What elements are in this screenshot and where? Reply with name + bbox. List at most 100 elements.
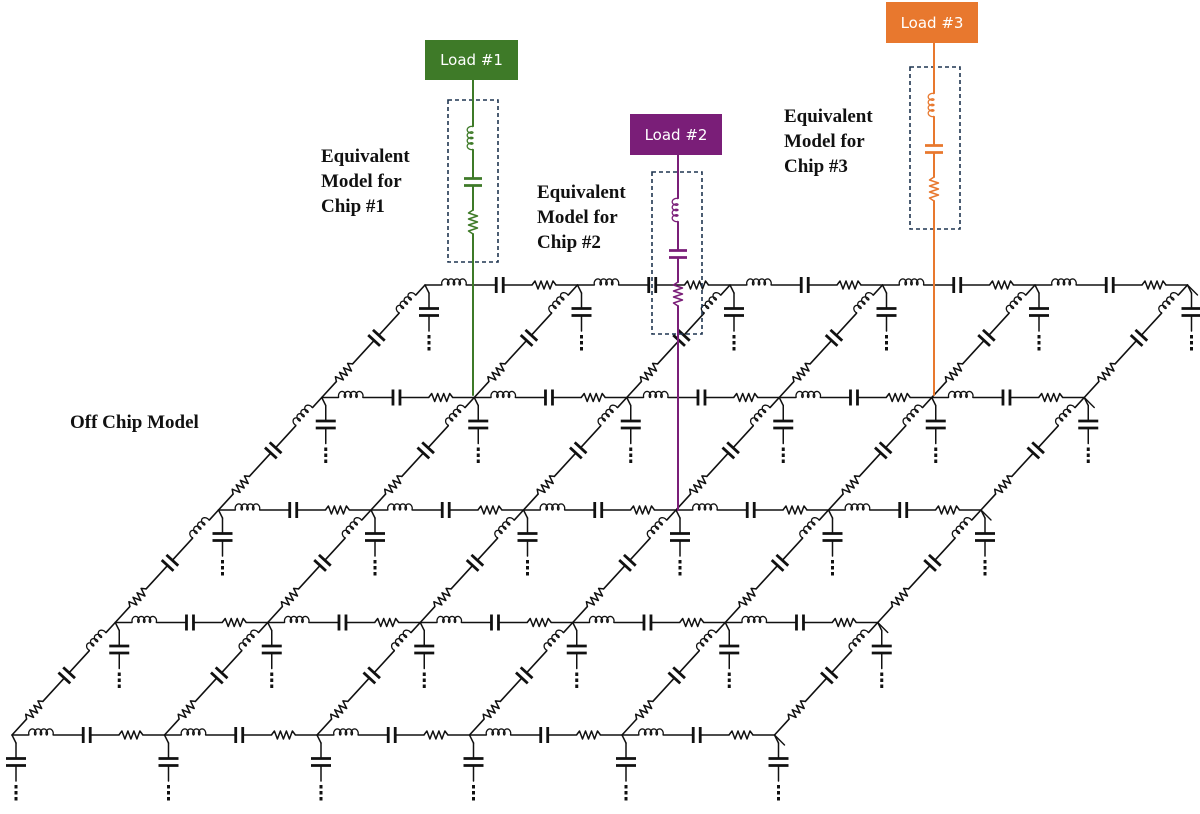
node-ground-capacitor bbox=[414, 621, 435, 688]
grid-diagonal-branch bbox=[625, 284, 731, 399]
ground-dot bbox=[167, 785, 170, 789]
ground-dot bbox=[422, 678, 426, 682]
branch-wire bbox=[818, 509, 830, 521]
load-1-box: Load #1 bbox=[425, 40, 518, 80]
resistor-symbol bbox=[733, 392, 759, 403]
ground-dot bbox=[373, 566, 377, 570]
branch-wire bbox=[921, 396, 933, 409]
grid-horizontal-branch bbox=[424, 277, 579, 293]
node-ground-capacitor bbox=[158, 734, 179, 801]
branch-wire bbox=[724, 605, 741, 624]
branch-wire bbox=[297, 565, 321, 590]
capacitor-symbol bbox=[691, 727, 702, 743]
ground-dot bbox=[781, 459, 785, 463]
inductor-symbol bbox=[749, 404, 771, 426]
resistor-symbol bbox=[482, 700, 501, 720]
branch-wire bbox=[683, 312, 705, 336]
capacitor-plate bbox=[1129, 334, 1144, 347]
capacitor-symbol bbox=[923, 553, 942, 572]
shunt-wire bbox=[881, 284, 888, 294]
resistor-symbol bbox=[118, 730, 144, 740]
capacitor-symbol bbox=[185, 614, 195, 631]
ground-dot bbox=[373, 560, 377, 564]
branch-wire bbox=[351, 340, 375, 365]
capacitor-symbol bbox=[647, 277, 658, 293]
inductor-symbol bbox=[898, 278, 925, 286]
capacitor-plate bbox=[264, 446, 278, 460]
inductor-symbol bbox=[848, 629, 869, 651]
inductor-symbol bbox=[1158, 292, 1179, 314]
branch-wire bbox=[562, 621, 574, 634]
capacitor-symbol bbox=[465, 553, 485, 572]
resistor-symbol bbox=[1097, 362, 1116, 382]
capacitor-symbol bbox=[672, 328, 691, 347]
capacitor-plate bbox=[515, 671, 529, 685]
capacitor-plate bbox=[726, 441, 740, 455]
chip-resistor bbox=[928, 176, 940, 202]
resistor-symbol bbox=[270, 730, 296, 740]
ground-dot bbox=[319, 797, 323, 801]
resistor-symbol bbox=[280, 587, 299, 607]
branch-wire bbox=[427, 425, 450, 448]
shunt-capacitor bbox=[571, 307, 592, 317]
ground-dot bbox=[427, 347, 431, 351]
branch-wire bbox=[145, 565, 168, 590]
inductor-symbol bbox=[387, 503, 413, 511]
resistor-symbol bbox=[639, 362, 658, 382]
grid-horizontal-branch bbox=[114, 614, 269, 631]
chip-3-label-line-3: Chip #3 bbox=[784, 156, 848, 177]
shunt-capacitor bbox=[1029, 307, 1049, 317]
grid-horizontal-branch bbox=[316, 727, 471, 743]
node-ground-capacitor bbox=[616, 734, 636, 801]
ground-dot bbox=[14, 791, 18, 795]
shunt-wire bbox=[522, 509, 529, 519]
shunt-wire bbox=[572, 621, 578, 632]
inductor-symbol bbox=[436, 615, 463, 624]
capacitor-plate bbox=[519, 666, 534, 680]
capacitor-symbol bbox=[234, 727, 245, 743]
chip-1-label-line-1: Equivalent bbox=[321, 146, 410, 167]
capacitor-plate bbox=[524, 328, 539, 342]
chip-resistor bbox=[672, 281, 684, 307]
shunt-capacitor bbox=[261, 644, 282, 655]
chip-inductor bbox=[671, 197, 679, 223]
capacitor-symbol bbox=[494, 277, 505, 293]
capacitor-plate bbox=[927, 553, 942, 567]
capacitor-symbol bbox=[952, 277, 963, 293]
branch-wire bbox=[114, 605, 131, 624]
shunt-capacitor bbox=[311, 757, 331, 767]
capacitor-plate bbox=[470, 553, 485, 567]
resistor-symbol bbox=[24, 700, 43, 720]
grid-diagonal-branch bbox=[930, 284, 1036, 399]
inductor-symbol bbox=[741, 615, 768, 624]
resistor-symbol bbox=[728, 730, 754, 740]
ground-dot bbox=[880, 684, 884, 688]
inductor-symbol bbox=[490, 390, 517, 399]
branch-wire bbox=[804, 677, 827, 703]
capacitor-plate bbox=[416, 446, 431, 460]
ground-dot bbox=[629, 453, 633, 457]
ground-dot bbox=[427, 341, 431, 345]
branch-wire bbox=[778, 380, 795, 399]
inductor-symbol bbox=[485, 728, 512, 736]
ground-dot bbox=[167, 791, 170, 795]
ground-dot bbox=[324, 453, 328, 457]
ground-dot bbox=[476, 453, 480, 457]
ground-dot bbox=[831, 560, 834, 564]
resistor-symbol bbox=[944, 362, 963, 382]
shunt-wire bbox=[621, 734, 627, 744]
branch-wire bbox=[361, 509, 372, 521]
ground-dot bbox=[777, 791, 780, 795]
chip-2-label-line-1: Equivalent bbox=[537, 182, 626, 203]
capacitor-symbol bbox=[977, 328, 996, 347]
resistor-symbol bbox=[841, 475, 860, 495]
ground-dot bbox=[117, 678, 121, 682]
branch-wire bbox=[580, 425, 602, 448]
chip-3-branch bbox=[909, 42, 961, 396]
shunt-wire bbox=[419, 621, 425, 632]
shunt-wire bbox=[473, 396, 479, 407]
branch-wire bbox=[988, 312, 1010, 336]
resistor-symbol bbox=[531, 280, 557, 290]
shunt-wire bbox=[424, 284, 430, 294]
capacitor-symbol bbox=[337, 614, 348, 631]
